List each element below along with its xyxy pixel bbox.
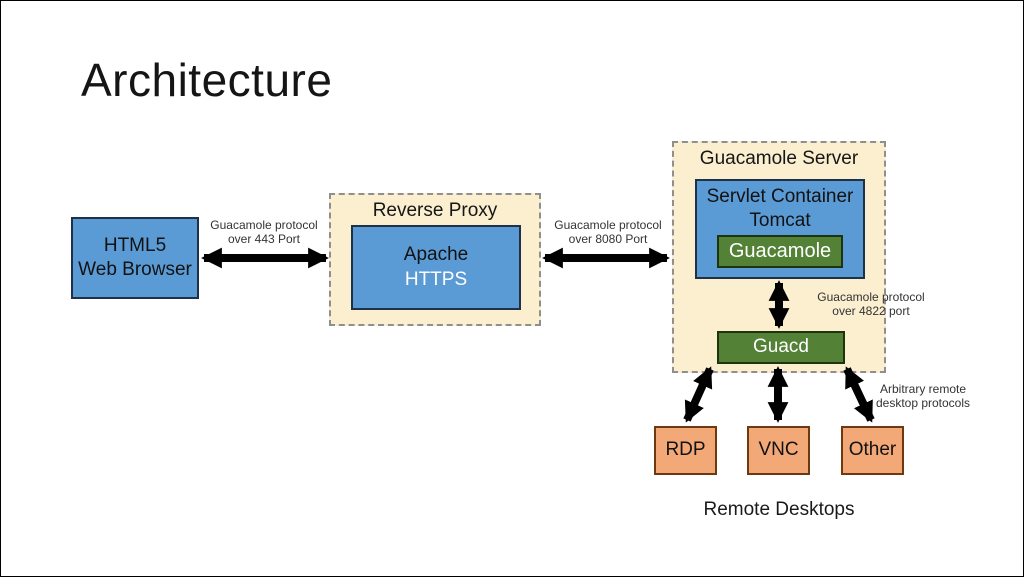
node-guacamole: Guacamole (717, 235, 843, 268)
reverse-proxy-title: Reverse Proxy (372, 200, 498, 221)
label-port-443: Guacamole protocol over 443 Port (194, 218, 334, 247)
guacamole-label: Guacamole (728, 239, 832, 262)
arrow-guacd-rdp (683, 366, 714, 423)
label-port-443-line1: Guacamole protocol (210, 218, 318, 232)
caption-remote-desktops: Remote Desktops (703, 499, 855, 520)
node-vnc: VNC (747, 426, 810, 475)
apache-label-line1: Apache (403, 244, 469, 266)
label-arbitrary-protocols: Arbitrary remote desktop protocols (853, 382, 993, 411)
rdp-label: RDP (665, 439, 706, 461)
node-apache: Apache HTTPS (351, 225, 521, 310)
node-guacd: Guacd (717, 331, 845, 364)
label-port-8080-line2: over 8080 Port (568, 231, 648, 246)
label-port-8080: Guacamole protocol over 8080 Port (537, 218, 679, 247)
group-guacamole-server: Guacamole Server Servlet Container Tomca… (672, 141, 886, 373)
node-other: Other (841, 426, 904, 475)
apache-label-line2: HTTPS (404, 268, 468, 290)
browser-label-line2: Web Browser (78, 259, 192, 280)
browser-label-line1: HTML5 (103, 234, 167, 256)
guacd-label: Guacd (753, 336, 809, 358)
label-port-443-line2: over 443 Port (227, 231, 301, 246)
label-arbitrary-line1: Arbitrary remote (879, 382, 967, 396)
tomcat-label-line1: Servlet Container (706, 186, 854, 207)
other-label: Other (848, 439, 897, 461)
vnc-label: VNC (758, 439, 799, 461)
label-port-4822-line1: Guacamole protocol (817, 290, 925, 304)
tomcat-label-line2: Tomcat (749, 210, 811, 232)
guacamole-server-title: Guacamole Server (699, 148, 859, 169)
label-port-4822: Guacamole protocol over 4822 port (801, 290, 941, 319)
node-servlet-container-tomcat: Servlet Container Tomcat Guacamole (695, 179, 865, 279)
label-arbitrary-line2: desktop protocols (875, 395, 971, 410)
label-port-4822-line2: over 4822 port (832, 303, 910, 318)
label-port-8080-line1: Guacamole protocol (554, 218, 662, 232)
page-title: Architecture (81, 54, 333, 106)
group-reverse-proxy: Reverse Proxy Apache HTTPS (329, 193, 541, 326)
node-rdp: RDP (654, 426, 717, 475)
node-html5-web-browser: HTML5 Web Browser (71, 217, 199, 299)
